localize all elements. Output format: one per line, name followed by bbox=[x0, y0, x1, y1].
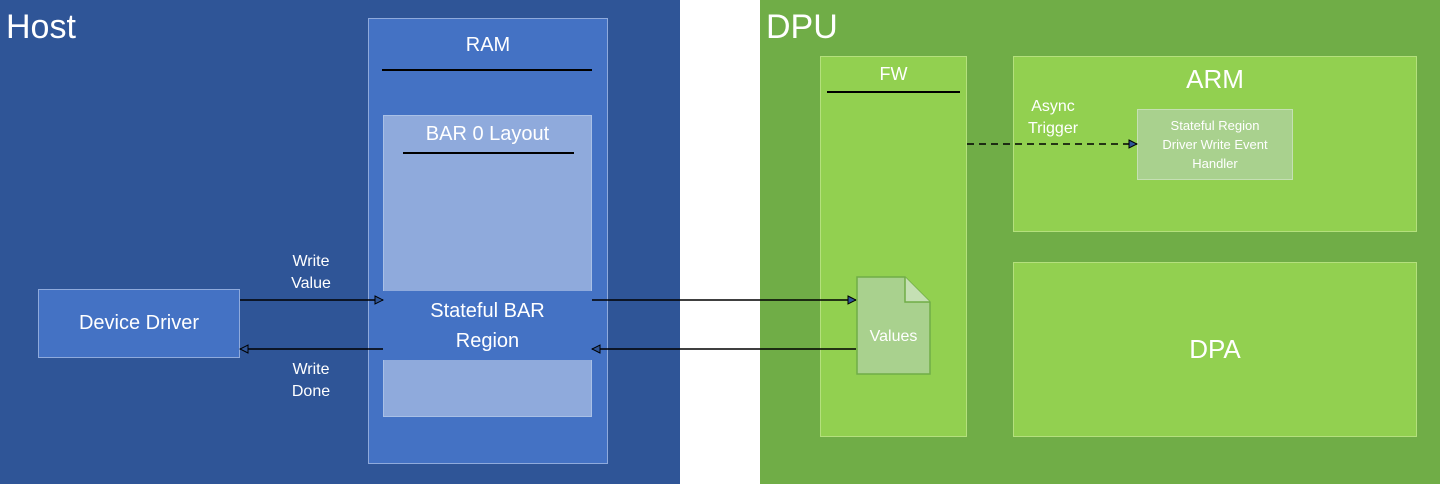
arm-label: ARM bbox=[1186, 64, 1244, 94]
dpu-title: DPU bbox=[766, 8, 838, 46]
values-label: Values bbox=[869, 328, 918, 345]
values-document-fold bbox=[904, 277, 930, 303]
ram-underline bbox=[382, 69, 592, 71]
dpa-label: DPA bbox=[1189, 334, 1241, 364]
stateful-bar-line2: Region bbox=[455, 329, 520, 352]
fw-label: FW bbox=[879, 64, 908, 84]
host-title: Host bbox=[6, 8, 76, 46]
handler-line2: Driver Write Event bbox=[1162, 137, 1268, 152]
bar-layout-underline bbox=[403, 152, 574, 154]
ram-label: RAM bbox=[465, 34, 511, 56]
fw-underline bbox=[827, 91, 960, 93]
stateful-bar-line1: Stateful BAR bbox=[430, 299, 545, 322]
handler-line1: Stateful Region bbox=[1170, 118, 1260, 133]
dpa-box: DPA bbox=[1013, 262, 1417, 437]
bar-layout-box bbox=[383, 115, 592, 417]
bar-layout-label: BAR 0 Layout bbox=[425, 123, 550, 145]
stateful-bar-region: Stateful BAR Region bbox=[383, 291, 592, 360]
device-driver-label: Device Driver bbox=[78, 312, 200, 334]
device-driver-box: Device Driver bbox=[38, 289, 240, 358]
event-handler-box: Stateful Region Driver Write Event Handl… bbox=[1137, 109, 1293, 180]
handler-line3: Handler bbox=[1192, 156, 1238, 171]
